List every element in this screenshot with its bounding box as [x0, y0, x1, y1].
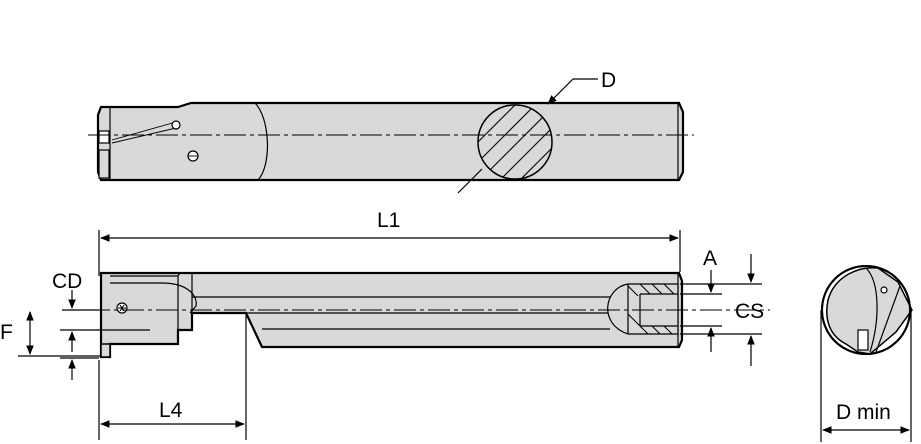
end-view-insert: [857, 329, 869, 351]
label-cs: CS: [735, 300, 764, 323]
coolant-port: [607, 283, 679, 335]
end-view-body: [826, 266, 913, 355]
top-view-body: [96, 101, 685, 182]
label-cd: CD: [52, 270, 82, 293]
shank-section-circle: [477, 104, 553, 180]
insert-tip-side: [100, 343, 111, 358]
side-view-body: [99, 271, 684, 359]
end-view: D min: [820, 265, 913, 442]
label-f: F: [0, 321, 13, 344]
label-d: D: [601, 69, 616, 92]
top-view: D: [88, 69, 694, 194]
label-d-min: D min: [836, 401, 891, 424]
label-l1: L1: [377, 209, 400, 232]
label-l4: L4: [159, 399, 183, 422]
label-a: A: [703, 247, 717, 270]
side-view: L1: [0, 209, 770, 440]
torx-screw-icon: [116, 302, 128, 314]
insert-tip-top: [98, 130, 110, 144]
top-view-neck-curve: [254, 102, 268, 181]
